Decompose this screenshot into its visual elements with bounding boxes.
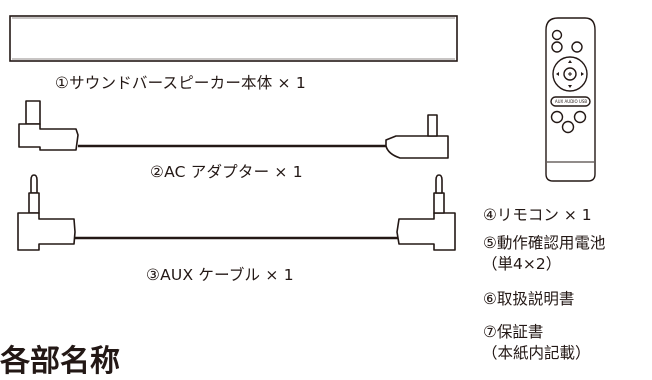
manual-item: ⑥取扱説明書 <box>483 290 575 308</box>
remote-illustration <box>545 17 596 182</box>
soundbar-caption: ①サウンドバースピーカー本体 × 1 <box>55 74 306 92</box>
remote-item: ④リモコン × 1 <box>483 206 592 224</box>
aux-cable-illustration <box>17 174 456 251</box>
warranty-item-note: （本紙内記載） <box>482 344 591 362</box>
section-heading: 各部名称 <box>0 344 120 379</box>
ac-adapter-caption: ②AC アダプター × 1 <box>150 163 303 181</box>
aux-cable-caption: ③AUX ケーブル × 1 <box>146 266 294 284</box>
remote-mode-label: AUX AUDIO USB <box>554 99 588 104</box>
batteries-item-note: （単4×2） <box>482 255 562 273</box>
ac-adapter-illustration <box>18 100 449 159</box>
batteries-item: ⑤動作確認用電池 <box>483 234 606 252</box>
soundbar-illustration <box>9 15 458 62</box>
warranty-item: ⑦保証書 <box>483 323 544 341</box>
